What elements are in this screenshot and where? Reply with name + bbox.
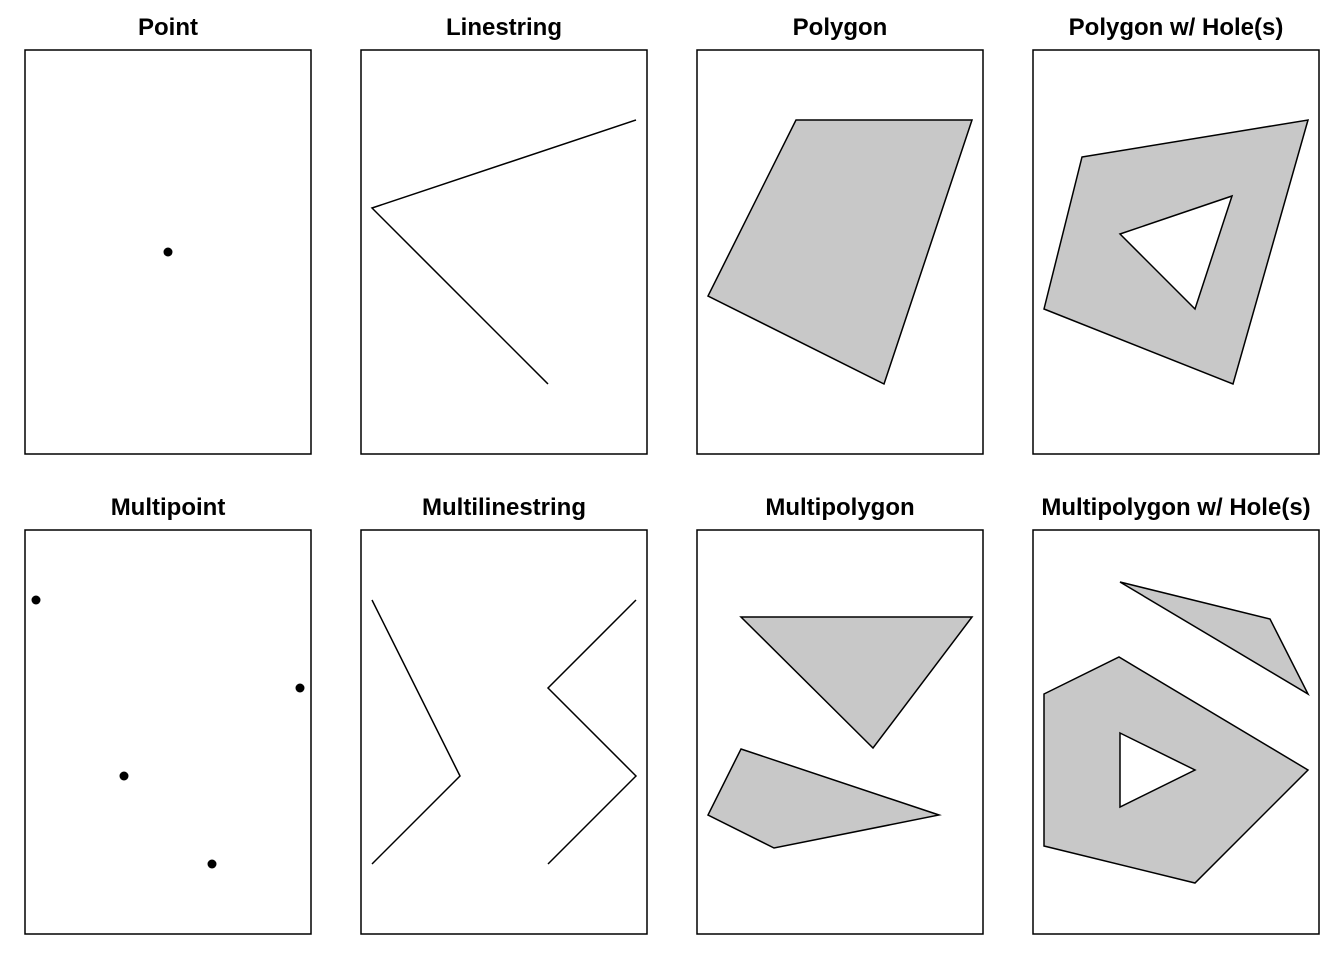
- geometry-layer: [706, 616, 974, 849]
- panel-polygon-with-holes: Polygon w/ Hole(s): [1032, 14, 1320, 455]
- geometry-layer: [163, 247, 173, 257]
- line-path: [371, 599, 461, 865]
- panel-linestring: Linestring: [360, 14, 648, 455]
- geometry-layer: [370, 119, 637, 385]
- geometry-layer: [706, 119, 974, 386]
- polygon-shape: [1043, 119, 1310, 386]
- panel-title: Multipoint: [111, 494, 226, 521]
- panel-frame: [24, 529, 312, 935]
- geometry-layer: [1043, 119, 1310, 386]
- geometry-layer: [371, 599, 638, 865]
- panel-point: Point: [24, 14, 312, 455]
- panel-frame: [360, 49, 648, 455]
- panel-frame: [696, 529, 984, 935]
- geometry-layer: [1043, 581, 1310, 884]
- panel-title: Polygon w/ Hole(s): [1069, 14, 1284, 41]
- panel-title: Polygon: [793, 14, 888, 41]
- polygon-shape: [1119, 581, 1310, 696]
- polygon-shape: [1043, 656, 1310, 884]
- panel-frame: [360, 529, 648, 935]
- line-path: [546, 599, 638, 865]
- panel-title: Multipolygon w/ Hole(s): [1041, 494, 1310, 521]
- point-marker: [31, 595, 41, 605]
- panel-title: Multilinestring: [422, 494, 586, 521]
- panel-title: Multipolygon: [765, 494, 914, 521]
- panel-multipoint: Multipoint: [24, 494, 312, 935]
- line-path: [370, 119, 637, 385]
- panel-multipolygon-with-holes: Multipolygon w/ Hole(s): [1032, 494, 1320, 935]
- geometry-layer: [31, 595, 305, 869]
- panel-frame: [1032, 49, 1320, 455]
- polygon-shape: [706, 119, 974, 386]
- panel-title: Linestring: [446, 14, 562, 41]
- point-marker: [163, 247, 173, 257]
- point-marker: [119, 771, 129, 781]
- panel-frame: [696, 49, 984, 455]
- point-marker: [295, 683, 305, 693]
- panel-frame: [24, 49, 312, 455]
- panel-multilinestring: Multilinestring: [360, 494, 648, 935]
- point-marker: [207, 859, 217, 869]
- panel-multipolygon: Multipolygon: [696, 494, 984, 935]
- polygon-shape: [706, 748, 942, 849]
- panel-title: Point: [138, 14, 198, 41]
- panel-frame: [1032, 529, 1320, 935]
- panel-polygon: Polygon: [696, 14, 984, 455]
- polygon-shape: [739, 616, 974, 750]
